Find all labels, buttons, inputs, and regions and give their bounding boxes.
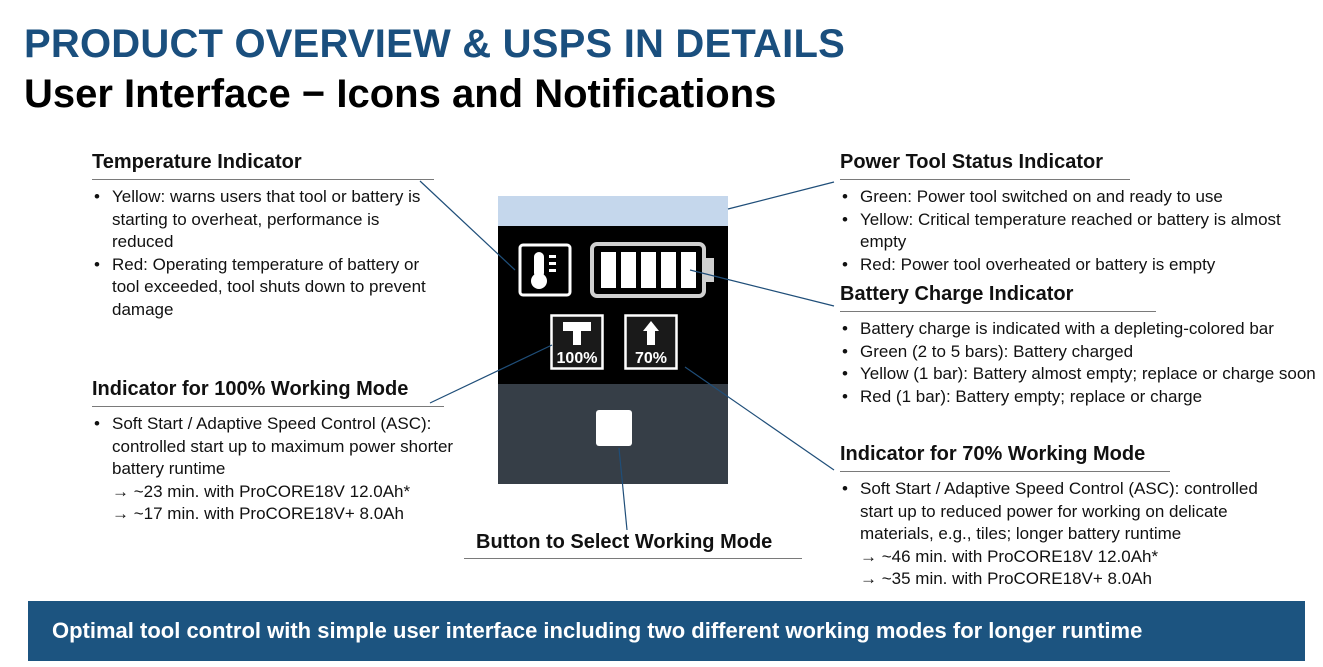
- battery-bars: [601, 252, 696, 288]
- runtime-line: → ~46 min. with ProCORE18V 12.0Ah*: [860, 546, 1159, 566]
- list-item: Red (1 bar): Battery empty; replace or c…: [840, 386, 1320, 409]
- battery-charge-list: Battery charge is indicated with a deple…: [840, 318, 1320, 408]
- battery-icon: [590, 242, 714, 298]
- page-subtitle: User Interface − Icons and Notifications: [24, 72, 777, 116]
- list-item: Battery charge is indicated with a deple…: [840, 318, 1320, 341]
- mode-100-label: 100%: [557, 350, 598, 367]
- page-title: PRODUCT OVERVIEW & USPS IN DETAILS: [24, 22, 845, 66]
- list-item: Green: Power tool switched on and ready …: [840, 186, 1320, 209]
- mode-100-section: Indicator for 100% Working Mode Soft Sta…: [92, 378, 472, 526]
- runtime-line: → ~23 min. with ProCORE18V 12.0Ah*: [112, 481, 411, 501]
- power-tool-status-bar: [498, 196, 728, 226]
- list-item: Soft Start / Adaptive Speed Control (ASC…: [92, 413, 470, 481]
- battery-bar: [661, 252, 676, 288]
- select-working-mode-button[interactable]: [596, 410, 632, 446]
- battery-bar: [681, 252, 696, 288]
- runtime-line: → ~17 min. with ProCORE18V+ 8.0Ah: [112, 504, 404, 523]
- power-tool-status-list: Green: Power tool switched on and ready …: [840, 186, 1320, 276]
- mode-70-heading: Indicator for 70% Working Mode: [840, 443, 1170, 472]
- temperature-indicator-list: Yellow: warns users that tool or battery…: [92, 186, 434, 321]
- temperature-indicator-section: Temperature Indicator Yellow: warns user…: [92, 151, 434, 321]
- list-item: Red: Power tool overheated or battery is…: [840, 254, 1320, 277]
- thermometer-icon: [518, 243, 572, 297]
- battery-bar: [641, 252, 656, 288]
- mode-70-icon: 70%: [624, 314, 678, 370]
- battery-bar: [621, 252, 636, 288]
- temperature-indicator-heading: Temperature Indicator: [92, 151, 434, 180]
- list-item: Yellow: Critical temperature reached or …: [840, 209, 1320, 254]
- list-item: Red: Operating temperature of battery or…: [92, 254, 434, 322]
- tool-user-interface: 100% 70%: [498, 196, 728, 484]
- mode-100-list: Soft Start / Adaptive Speed Control (ASC…: [92, 413, 470, 526]
- list-item: Green (2 to 5 bars): Battery charged: [840, 341, 1320, 364]
- status-callout-line: [727, 181, 835, 210]
- tool-display: 100% 70%: [498, 226, 728, 384]
- battery-bar: [601, 252, 616, 288]
- button-area: [498, 384, 728, 484]
- list-item: Yellow (1 bar): Battery almost empty; re…: [840, 363, 1320, 386]
- list-item: Soft Start / Adaptive Speed Control (ASC…: [840, 478, 1280, 546]
- mode-100-heading: Indicator for 100% Working Mode: [92, 378, 444, 407]
- mode-70-label: 70%: [635, 350, 667, 367]
- mode-100-icon: 100%: [550, 314, 604, 370]
- power-tool-status-section: Power Tool Status Indicator Green: Power…: [840, 151, 1320, 276]
- list-item: Yellow: warns users that tool or battery…: [92, 186, 434, 254]
- mode-70-list: Soft Start / Adaptive Speed Control (ASC…: [840, 478, 1280, 591]
- battery-charge-heading: Battery Charge Indicator: [840, 283, 1156, 312]
- footer-banner: Optimal tool control with simple user in…: [28, 601, 1305, 661]
- battery-charge-section: Battery Charge Indicator Battery charge …: [840, 283, 1320, 408]
- runtime-line: → ~35 min. with ProCORE18V+ 8.0Ah: [860, 569, 1152, 588]
- mode-70-section: Indicator for 70% Working Mode Soft Star…: [840, 443, 1280, 591]
- button-select-working-mode-label: Button to Select Working Mode: [464, 531, 802, 559]
- power-tool-status-heading: Power Tool Status Indicator: [840, 151, 1130, 180]
